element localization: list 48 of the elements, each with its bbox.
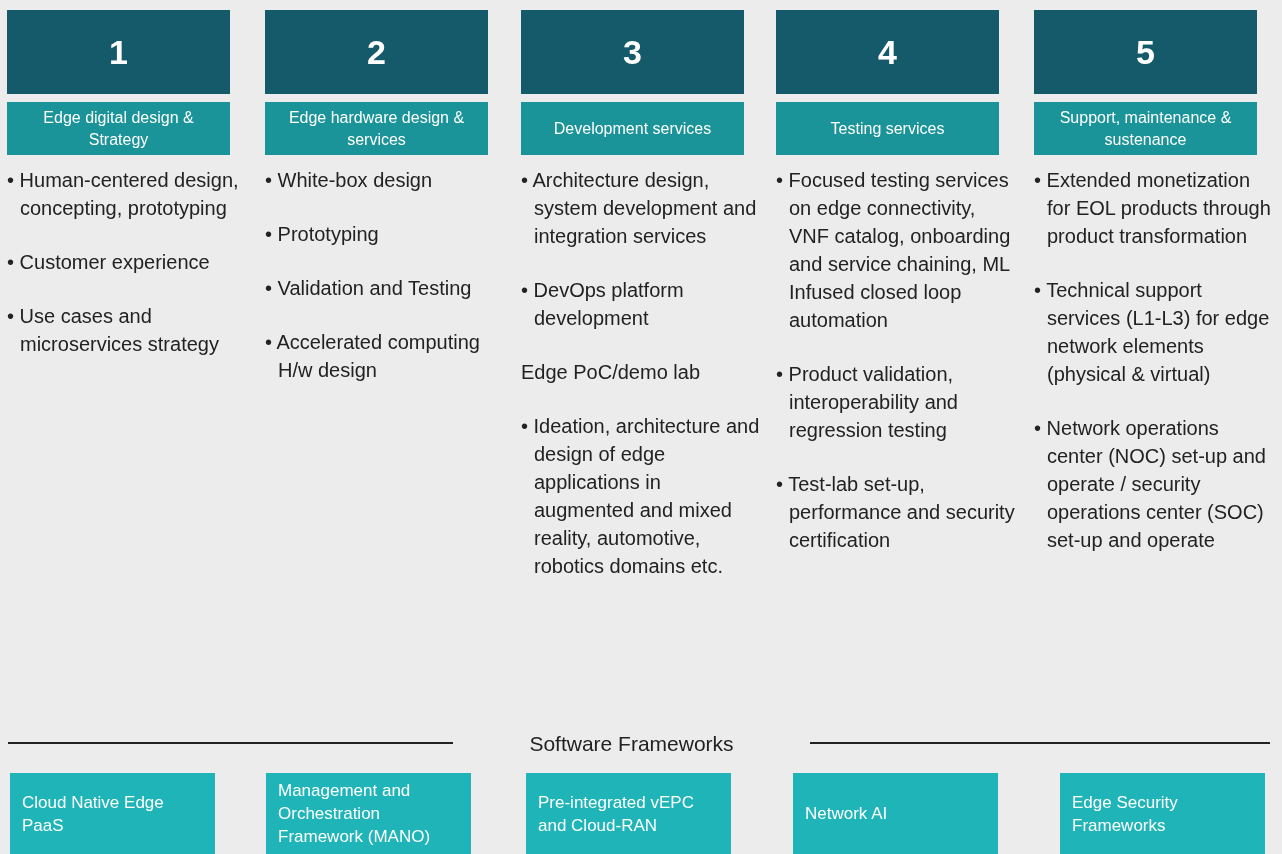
bullet-text: • White-box design (265, 168, 434, 193)
box-text: Edge hardware design & services (287, 107, 466, 150)
bullet-text: • Technical support services (L1-L3) for edge network elements (physical & virtual) (1034, 278, 1271, 387)
step-number-box (265, 10, 488, 94)
box-text: Cloud Native Edge PaaS (22, 791, 165, 837)
bullet-text: • Human-centered design, concepting, prototyping (7, 168, 240, 221)
box-text: Testing services (830, 118, 945, 139)
category-header (1034, 102, 1257, 155)
category-header (7, 102, 230, 155)
framework-box (10, 773, 215, 854)
box-text: 4 (878, 31, 897, 73)
bullet-text: • Product validation, interoperability and regression testing (776, 362, 959, 443)
box-text: Support, maintenance & sustenance (1058, 107, 1233, 150)
box-text: Network AI (805, 803, 888, 825)
bullet-text: Edge PoC/demo lab (521, 360, 701, 385)
bullet-text: • Accelerated computing H/w design (265, 330, 481, 383)
bullet-text: • Test-lab set-up, performance and security certification (776, 472, 1016, 553)
step-number-box (1034, 10, 1257, 94)
bullet-text: • Network operations center (NOC) set-up and operate / security operations center (SOC) set-up and operate (1034, 416, 1267, 553)
bullet-text: • Focused testing services on edge connectivity, VNF catalog, onboarding and service chaining, ML Infused closed loop automation (776, 168, 1012, 333)
bullet-text: • Architecture design, system development and integration services (521, 168, 758, 249)
box-text: Management and Orchestration Framework (MANO) (278, 780, 432, 848)
box-text: Edge digital design & Strategy (42, 107, 195, 150)
box-text: 1 (109, 31, 128, 73)
box-text: 3 (623, 31, 642, 73)
step-number-box (776, 10, 999, 94)
box-text: 2 (367, 31, 386, 73)
bullet-text: • Use cases and microservices strategy (7, 304, 220, 357)
step-number-box (7, 10, 230, 94)
category-header (776, 102, 999, 155)
bullet-text: • Customer experience (7, 250, 211, 275)
bullet-text: • Validation and Testing (265, 276, 473, 301)
framework-box (1060, 773, 1265, 854)
framework-box (793, 773, 998, 854)
box-text: Edge Security Frameworks (1072, 791, 1179, 837)
step-number-box (521, 10, 744, 94)
bullet-text: • Prototyping (265, 222, 380, 247)
category-header (265, 102, 488, 155)
bullet-text: • Ideation, architecture and design of edge applications in augmented and mixed reality, automotive, robotics domains etc. (521, 414, 761, 579)
box-text: Pre-integrated vEPC and Cloud-RAN (538, 791, 695, 837)
box-text: 5 (1136, 31, 1155, 73)
bullet-text: • Extended monetization for EOL products through product transformation (1034, 168, 1272, 249)
bullet-text: • DevOps platform development (521, 278, 685, 331)
category-header (521, 102, 744, 155)
framework-box (266, 773, 471, 854)
section-heading: Software Frameworks (528, 731, 735, 757)
framework-box (526, 773, 731, 854)
box-text: Development services (553, 118, 712, 139)
